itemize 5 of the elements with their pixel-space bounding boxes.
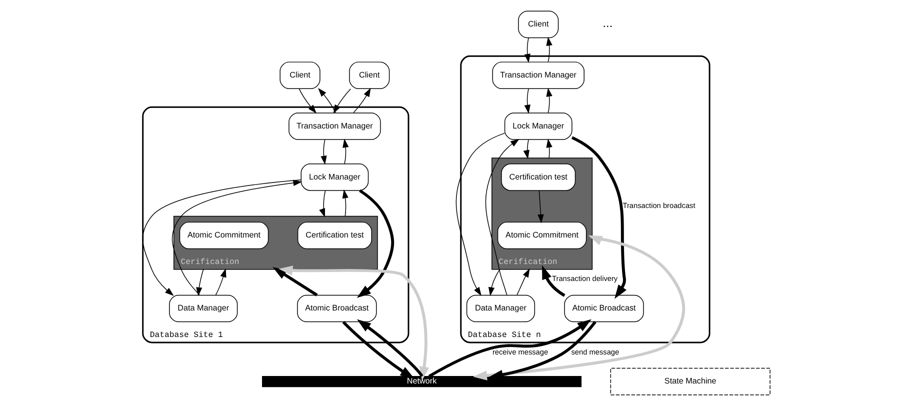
edge-label: receive message <box>492 347 548 356</box>
label: ... <box>602 16 612 30</box>
edge-label: Transaction delivery <box>552 274 618 284</box>
edge-label: send message <box>570 347 619 356</box>
edge-label: Transaction broadcast <box>622 201 695 210</box>
